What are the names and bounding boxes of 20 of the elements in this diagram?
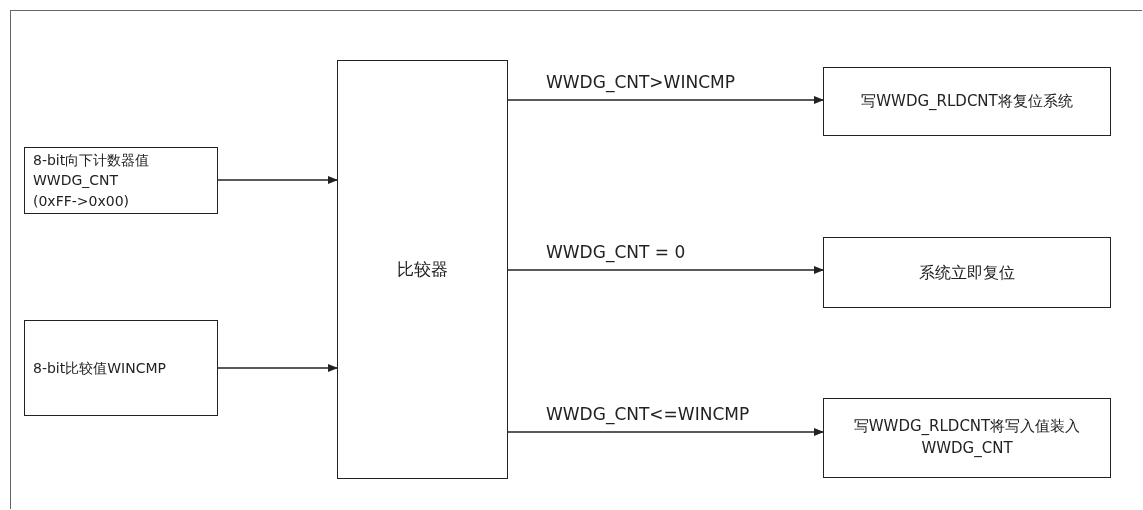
process-box — [24, 320, 218, 416]
process-box — [823, 67, 1111, 136]
arrow — [217, 364, 338, 372]
arrow — [217, 176, 338, 184]
process-box — [823, 237, 1111, 308]
node-text: 系统立即复位 — [919, 261, 1015, 284]
process-box — [24, 147, 218, 214]
edge-label: WWDG_CNT>WINCMP — [546, 72, 735, 92]
process-box — [823, 398, 1111, 478]
node-text: 写WWDG_RLDCNT将写入值装入WWDG_CNT — [852, 416, 1082, 459]
node-text: 比较器 — [397, 258, 448, 282]
node-text: 8-bit向下计数器值 WWDG_CNT (0xFF->0x00) — [33, 151, 151, 211]
edge-label: WWDG_CNT = 0 — [546, 242, 686, 262]
node-text: 8-bit比较值WINCMP — [33, 358, 166, 378]
arrow — [507, 96, 824, 104]
node-text: 写WWDG_RLDCNT将复位系统 — [861, 90, 1073, 112]
edge-label: WWDG_CNT<=WINCMP — [546, 404, 750, 424]
comparator-box — [337, 60, 508, 479]
arrow — [507, 266, 824, 274]
arrow — [507, 428, 824, 436]
